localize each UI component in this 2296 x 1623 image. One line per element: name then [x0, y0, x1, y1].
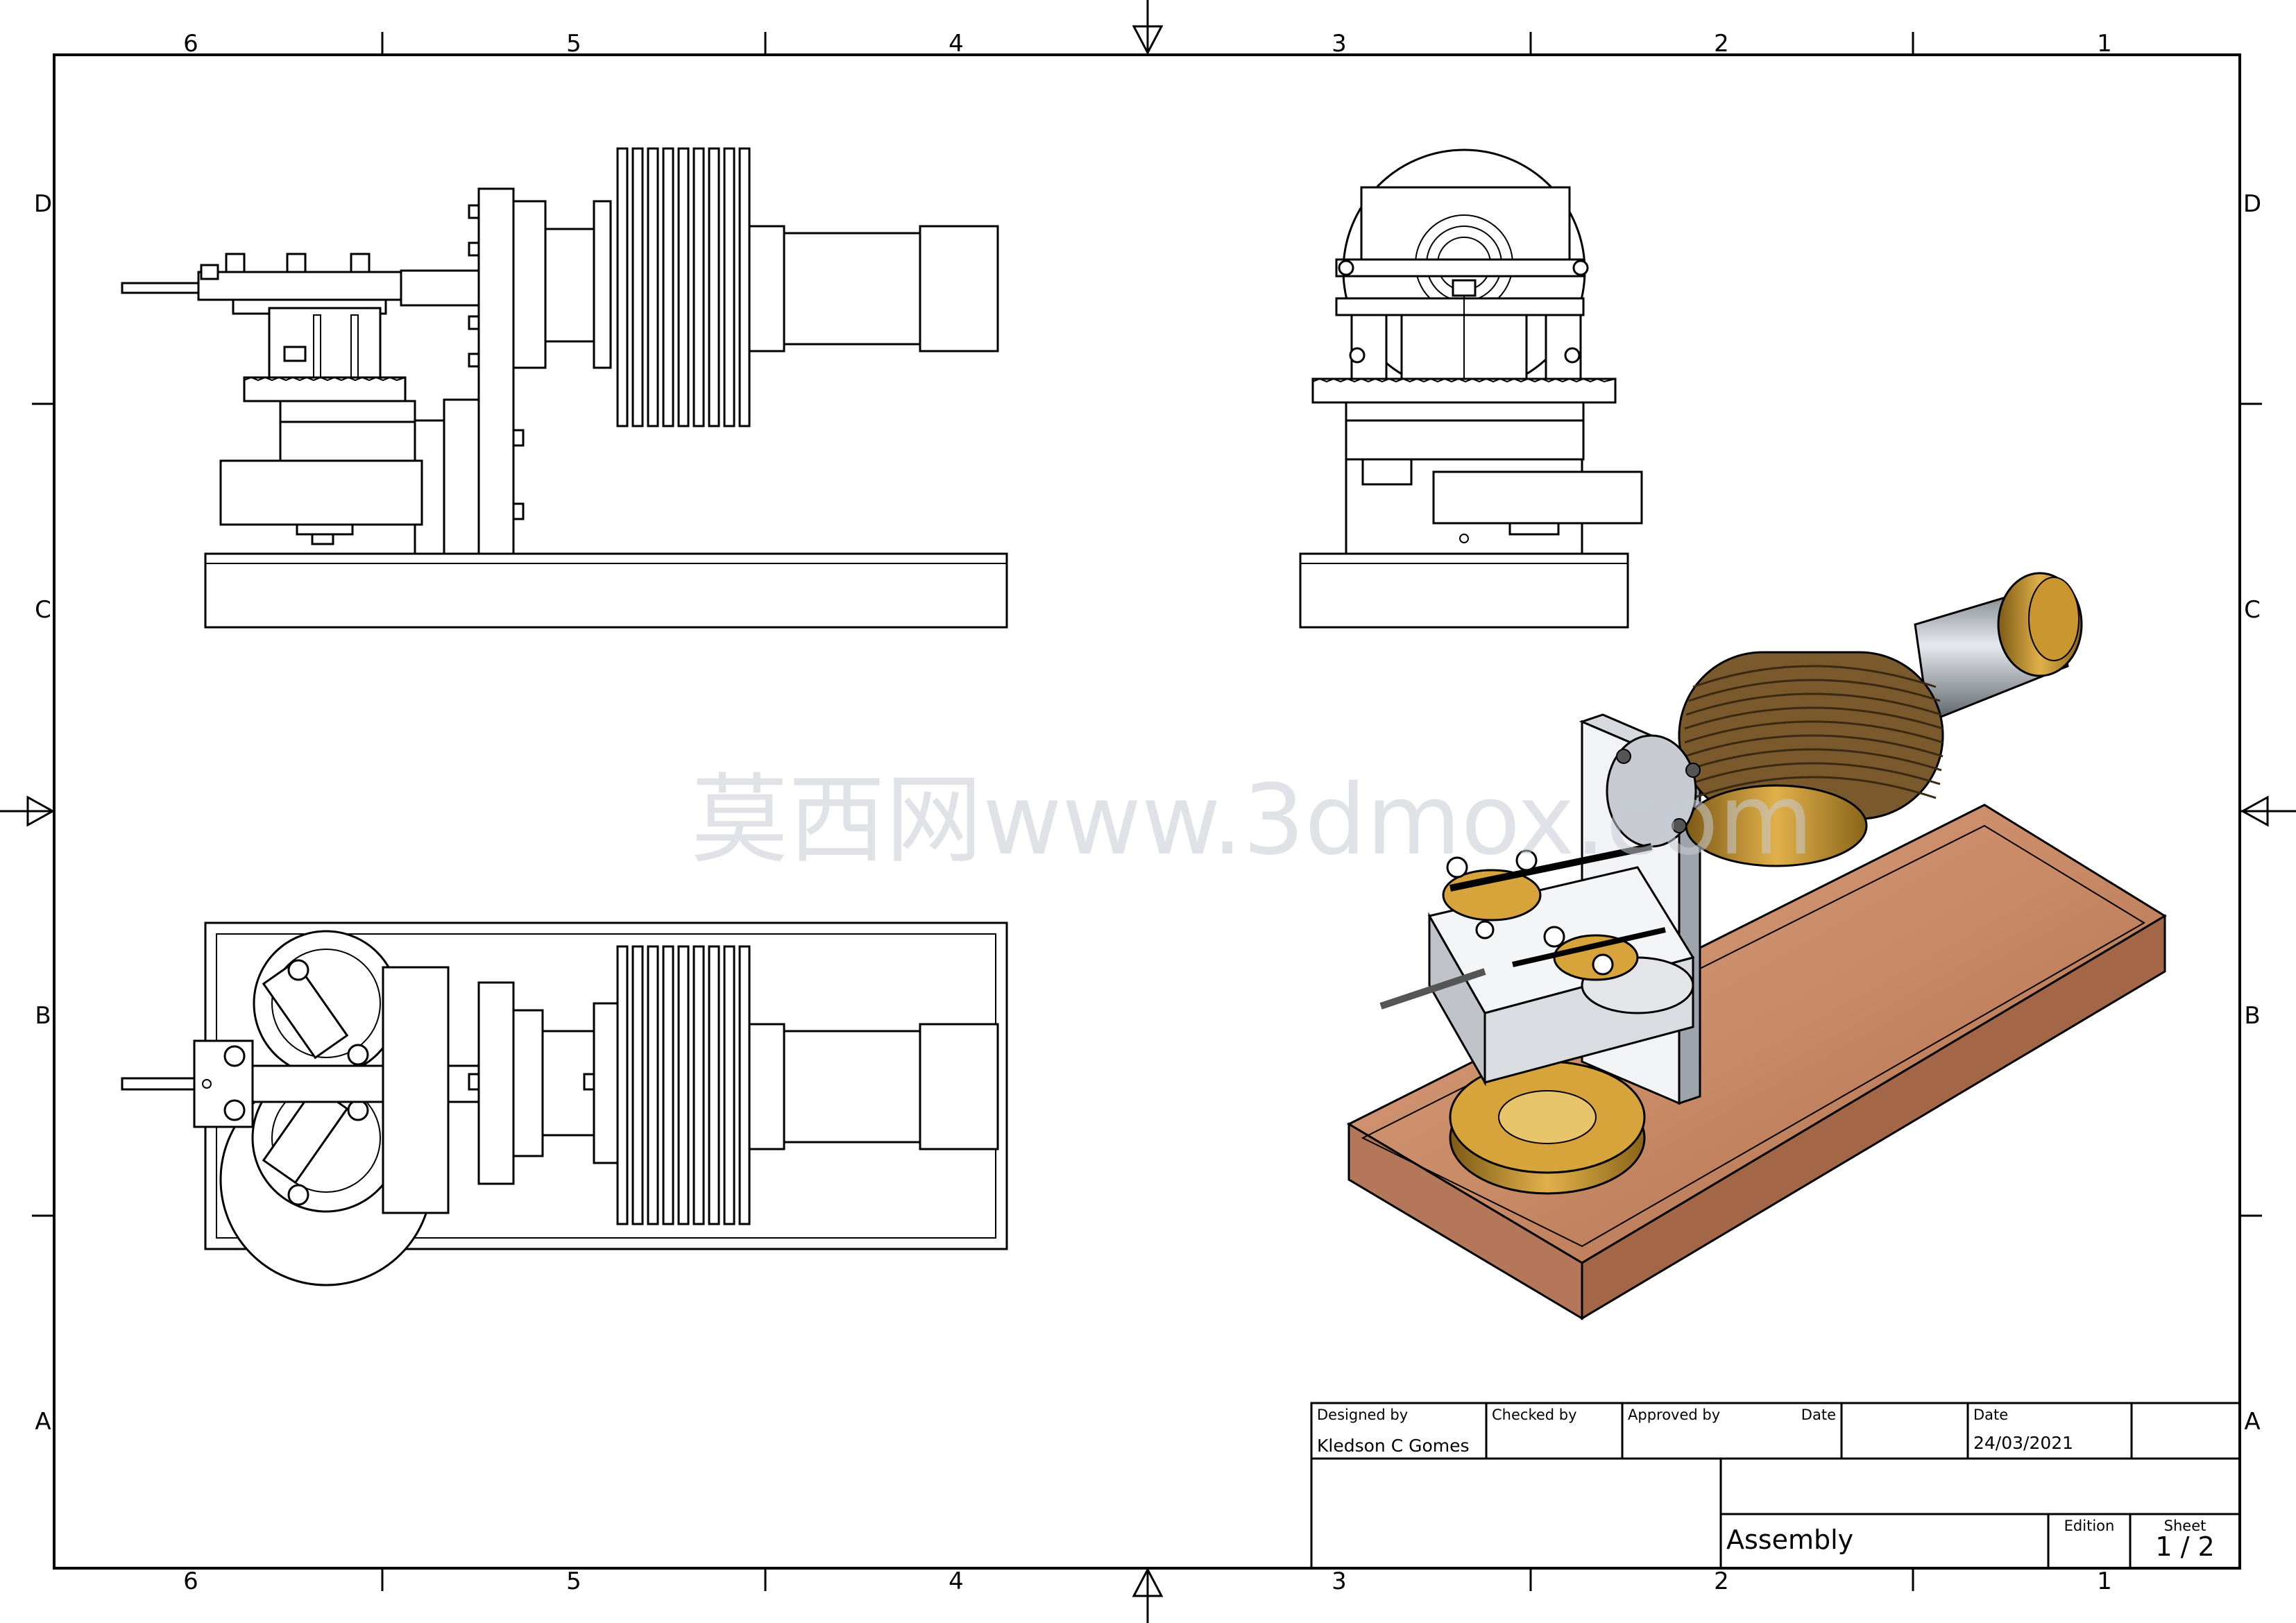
zone-bottom-6: 6 — [183, 1567, 198, 1595]
sheet-value: 1 / 2 — [2155, 1531, 2214, 1562]
drawing-title: Assembly — [1726, 1524, 1853, 1555]
zone-right-a: A — [2244, 1408, 2260, 1436]
zone-right-d: D — [2243, 190, 2261, 218]
cooling-fins-front — [616, 147, 751, 427]
title-block: Designed by Kledson C Gomes Checked by A… — [1310, 1402, 2241, 1570]
zone-labels: 6 5 4 3 2 1 6 5 4 3 2 1 D C B A D C B A — [34, 30, 2261, 1595]
zone-left-d: D — [34, 190, 52, 218]
top-view — [121, 921, 1008, 1286]
zone-top-1: 1 — [2097, 30, 2112, 58]
zone-bottom-5: 5 — [566, 1567, 581, 1595]
edition-label: Edition — [2064, 1518, 2115, 1534]
zone-top-6: 6 — [183, 30, 198, 58]
zone-right-c: C — [2244, 596, 2261, 624]
front-view — [121, 147, 1008, 629]
side-view — [1299, 148, 1643, 629]
iso-fin-lines — [1684, 665, 1944, 799]
zone-left-a: A — [35, 1408, 51, 1436]
zone-left-c: C — [35, 596, 51, 624]
watermark: 莫西网www.3dmox.com — [691, 764, 1813, 877]
zone-bottom-4: 4 — [949, 1567, 964, 1595]
zone-top-2: 2 — [1714, 30, 1729, 58]
zone-top-3: 3 — [1332, 30, 1347, 58]
designed-by-value: Kledson C Gomes — [1317, 1436, 1470, 1456]
isometric-render — [1346, 572, 2167, 1320]
zone-bottom-1: 1 — [2097, 1567, 2112, 1595]
approved-by-label: Approved by — [1628, 1407, 1720, 1423]
checked-by-label: Checked by — [1492, 1407, 1577, 1423]
zone-top-4: 4 — [949, 30, 964, 58]
sheet-label: Sheet — [2164, 1518, 2206, 1534]
cooling-fins-top — [616, 945, 751, 1225]
designed-by-label: Designed by — [1317, 1407, 1408, 1423]
zone-bottom-2: 2 — [1714, 1567, 1729, 1595]
zone-left-b: B — [35, 1002, 51, 1030]
zone-right-b: B — [2244, 1002, 2260, 1030]
zone-top-5: 5 — [566, 30, 581, 58]
date-label: Date — [1973, 1407, 2008, 1423]
date-label-approval: Date — [1801, 1407, 1836, 1423]
date-value: 24/03/2021 — [1973, 1433, 2073, 1453]
zone-bottom-3: 3 — [1332, 1567, 1347, 1595]
